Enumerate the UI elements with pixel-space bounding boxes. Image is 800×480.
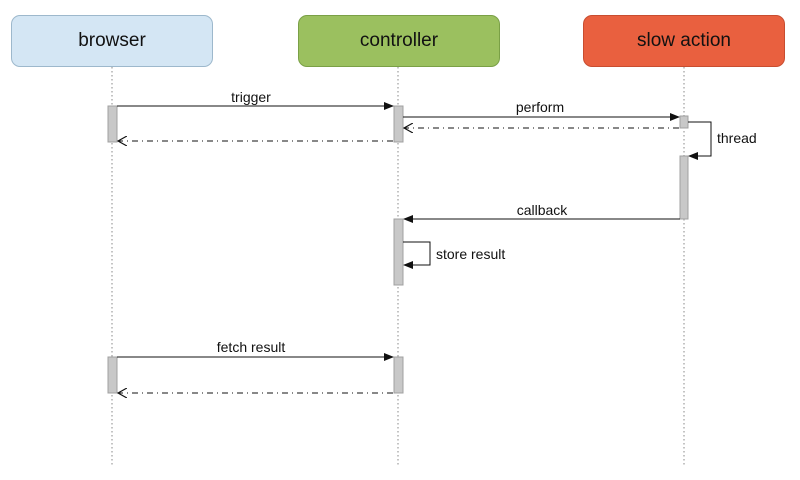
activation-controller-1 [393,105,404,143]
label-perform: perform [515,99,565,115]
arrow-store-result [403,241,431,269]
activation-browser-2 [107,356,118,394]
arrow-thread [688,121,712,160]
participant-browser: browser [11,15,213,67]
activation-browser-1 [107,105,118,143]
label-callback: callback [516,202,568,218]
label-thread: thread [717,130,757,146]
participant-slow-action: slow action [583,15,785,67]
activation-slow-action-1 [679,115,689,129]
activation-slow-action-2 [679,155,689,220]
participant-controller-label: controller [359,30,439,51]
participant-controller: controller [298,15,500,67]
participant-slow-action-label: slow action [637,30,731,51]
activation-controller-2 [393,218,404,286]
participant-browser-label: browser [78,30,146,51]
label-store-result: store result [436,246,506,262]
label-trigger: trigger [231,89,271,105]
activation-controller-3 [393,356,404,394]
label-fetch-result: fetch result [216,339,286,355]
